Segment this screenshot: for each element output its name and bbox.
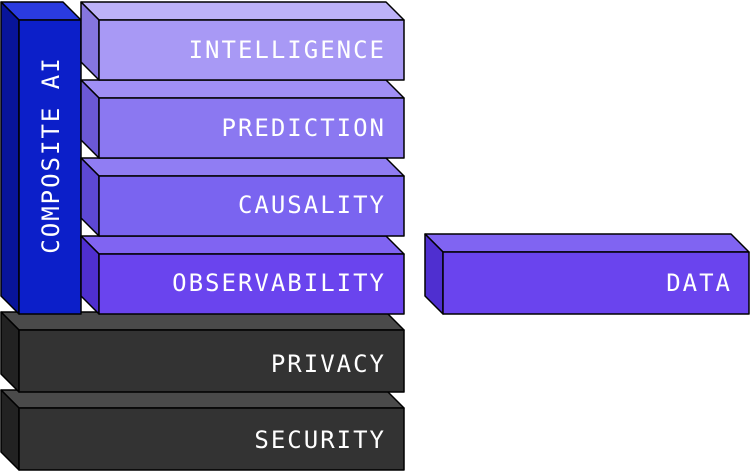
layer-causality: CAUSALITY — [80, 157, 405, 237]
layer-intelligence: INTELLIGENCE — [80, 1, 405, 81]
layer-prediction-top — [80, 79, 405, 99]
layer-observability-label: OBSERVABILITY — [172, 269, 386, 297]
layer-causality-face — [98, 175, 405, 237]
layer-intelligence-face — [98, 19, 405, 81]
data-block-face — [442, 251, 750, 315]
composite-ai-pillar-side — [0, 1, 20, 315]
composite-ai-pillar-face — [18, 19, 82, 315]
layer-prediction: PREDICTION — [80, 79, 405, 159]
layer-intelligence-label: INTELLIGENCE — [189, 36, 386, 64]
layer-intelligence-top — [80, 1, 405, 21]
layer-privacy-label: PRIVACY — [271, 350, 386, 378]
composite-ai-pillar: COMPOSITE AI — [0, 1, 82, 315]
data-block-top — [424, 233, 750, 253]
data-block-label: DATA — [666, 269, 732, 297]
layer-security-face — [18, 407, 405, 471]
layer-causality-top — [80, 157, 405, 177]
layer-observability-top — [80, 235, 405, 255]
layer-observability-face — [98, 253, 405, 315]
composite-ai-pillar-label: COMPOSITE AI — [37, 56, 65, 253]
layer-security: SECURITY — [0, 389, 405, 471]
layer-observability: OBSERVABILITY — [80, 235, 405, 315]
layer-privacy-face — [18, 329, 405, 393]
layer-prediction-label: PREDICTION — [222, 114, 387, 142]
layer-prediction-face — [98, 97, 405, 159]
layer-security-label: SECURITY — [254, 426, 386, 454]
layer-privacy: PRIVACY — [0, 311, 405, 393]
data-block: DATA — [424, 233, 750, 315]
layer-causality-label: CAUSALITY — [238, 191, 386, 219]
